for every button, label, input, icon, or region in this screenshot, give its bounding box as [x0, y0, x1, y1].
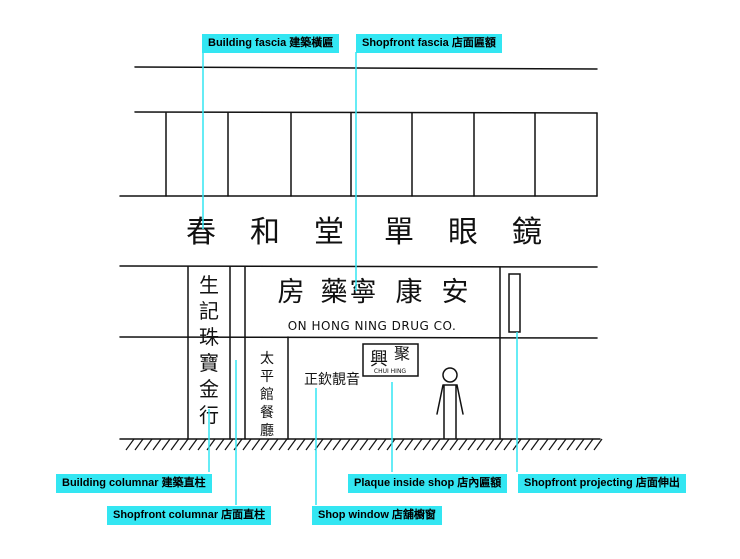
hatch-stroke [539, 438, 549, 451]
label-plaque-inside-shop: Plaque inside shop 店內匾額 [348, 474, 508, 493]
hatch-stroke [206, 438, 216, 451]
inner-column-character: 廳 [260, 422, 274, 439]
hatch-stroke [305, 438, 315, 451]
hatch-stroke [188, 438, 198, 451]
column-character: 生 [199, 273, 219, 297]
column-character: 記 [199, 299, 219, 323]
building-fascia-sign: 春 和 堂 單 眼 鏡 [186, 215, 542, 250]
hatch-stroke [242, 438, 252, 451]
label-building-columnar: Building columnar 建築直柱 [56, 474, 212, 493]
hatch-stroke [575, 438, 585, 451]
leader-lines [202, 52, 518, 505]
building-structure [119, 66, 601, 440]
hatch-stroke [251, 438, 261, 451]
label-shopfront-columnar: Shopfront columnar 店面直柱 [107, 506, 272, 525]
hatch-stroke [566, 438, 576, 451]
label-shop-window: Shop window 店舖櫥窗 [312, 506, 442, 525]
hatch-stroke [269, 438, 279, 451]
fascia-character: 單 [384, 215, 414, 250]
hatch-stroke [368, 438, 378, 451]
hatch-stroke [557, 438, 567, 451]
hatch-stroke [494, 438, 504, 451]
shopfront-columnar-sign: 太 平 館 餐 廳 [260, 351, 274, 439]
column-character: 寶 [199, 351, 219, 375]
hatch-stroke [143, 438, 153, 451]
hatch-stroke [377, 438, 387, 451]
fascia-character: 鏡 [512, 215, 542, 250]
hatch-stroke [179, 438, 189, 451]
hatch-stroke [449, 438, 459, 451]
hatch-stroke [350, 438, 360, 451]
hatch-stroke [332, 438, 342, 451]
hatch-stroke [431, 438, 441, 451]
inner-column-character: 館 [260, 386, 274, 403]
hatch-stroke [287, 438, 297, 451]
inner-column-character: 太 [260, 351, 274, 367]
inner-column-character: 平 [260, 369, 274, 385]
hatch-stroke [359, 438, 369, 451]
inner-column-character: 餐 [260, 405, 274, 421]
hatch-stroke [422, 438, 432, 451]
hatch-stroke [467, 438, 477, 451]
hatch-stroke [440, 438, 450, 451]
hatch-stroke [278, 438, 288, 451]
hatch-stroke [197, 438, 207, 451]
plaque-character: 興 [370, 349, 388, 370]
hatch-stroke [593, 438, 603, 451]
hatch-stroke [386, 438, 396, 451]
hatch-stroke [323, 438, 333, 451]
hatch-stroke [296, 438, 306, 451]
plaque-character: 聚 [394, 344, 410, 363]
shopfront-character: 安 [442, 277, 469, 308]
hatch-stroke [584, 438, 594, 451]
hatch-stroke [341, 438, 351, 451]
shopfront-character: 房 [278, 277, 305, 308]
hatch-stroke [503, 438, 513, 451]
label-shopfront-fascia: Shopfront fascia 店面匾額 [356, 34, 502, 53]
building-columnar-sign: 生 記 珠 寶 金 行 [199, 273, 219, 427]
hatch-stroke [395, 438, 405, 451]
hatch-stroke [485, 438, 495, 451]
shopfront-character: 康 [396, 277, 423, 308]
hatch-stroke [170, 438, 180, 451]
shop-window-text: 正欽靚音 [304, 371, 360, 388]
column-character: 金 [199, 377, 219, 401]
shopfront-fascia-sign: 安 康 寧 藥 房 [278, 277, 469, 308]
fascia-character: 眼 [448, 215, 478, 250]
hatch-stroke [260, 438, 270, 451]
plaque-romanization: CHUI HING [374, 368, 407, 375]
label-building-fascia: Building fascia 建築橫匾 [202, 34, 340, 53]
hatch-stroke [458, 438, 468, 451]
hatch-stroke [548, 438, 558, 451]
column-character: 珠 [199, 325, 219, 349]
hatch-stroke [476, 438, 486, 451]
plaque-sign: 興 聚 CHUI HING [370, 344, 410, 375]
shopfront-english-name: ON HONG NING DRUG CO. [288, 319, 457, 333]
hatch-stroke [125, 438, 135, 451]
shopfront-character: 藥 [321, 277, 348, 308]
hatch-stroke [161, 438, 171, 451]
fascia-character: 春 [186, 215, 216, 250]
hatch-stroke [233, 438, 243, 451]
hatch-stroke [404, 438, 414, 451]
fascia-character: 堂 [314, 215, 344, 250]
hatch-stroke [530, 438, 540, 451]
hatch-stroke [413, 438, 423, 451]
fascia-character: 和 [250, 215, 280, 250]
hatch-stroke [152, 438, 162, 451]
label-shopfront-projecting: Shopfront projecting 店面伸出 [518, 474, 686, 493]
hatch-stroke [134, 438, 144, 451]
hatch-stroke [224, 438, 234, 451]
shopfront-character: 寧 [350, 277, 377, 308]
ground-hatching [125, 438, 603, 451]
hatch-stroke [521, 438, 531, 451]
hatch-stroke [215, 438, 225, 451]
